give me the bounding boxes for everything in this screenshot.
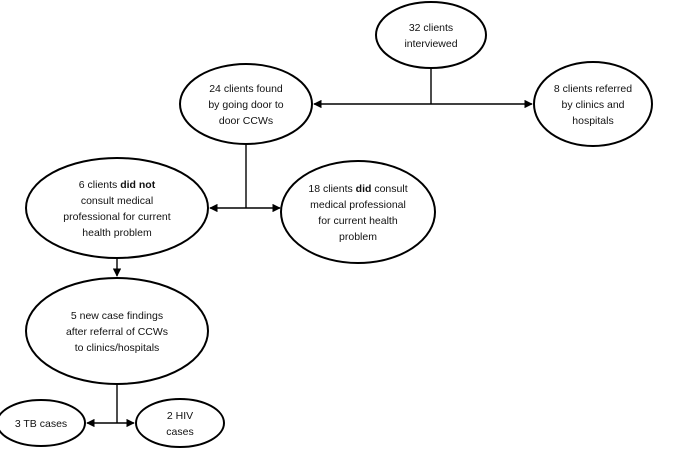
label-line-referred-1: by clinics and [561,99,624,111]
label-line-did-not-3: health problem [82,227,152,239]
label-hiv-cases: 2 HIV cases [166,410,193,438]
label-line-did-not-2: professional for current [63,211,170,223]
node-tb-cases [0,399,86,447]
label-line-door-to-door-0: 24 clients found [209,83,283,95]
label-door-to-door: 24 clients found by going door to door CCW… [208,83,283,127]
label-line-door-to-door-1: by going door to [208,99,283,111]
label-line-did-3: problem [339,231,377,243]
label-line-interviewed-0: 32 clients [409,22,453,34]
node-referred [533,61,653,147]
label-line-did-0: consult [371,183,407,195]
label-line-did-0: 18 clients [308,183,355,195]
label-did-consult: 18 clients did consult medical profession… [308,183,407,243]
node-did-consult [280,160,436,264]
node-did-not-consult [25,157,209,259]
label-line-hiv-1: cases [166,426,193,438]
label-line-tb-0: 3 TB cases [15,418,67,430]
label-line-did-not-0: 6 clients [79,179,120,191]
label-did-not-consult: 6 clients did not consult medical professi… [63,179,170,239]
label-line-new-cases-1: after referral of CCWs [66,326,168,338]
label-tb-cases: 3 TB cases [15,418,67,430]
node-interviewed [375,1,487,69]
label-line-hiv-0: 2 HIV [167,410,193,422]
label-line-did-not-0: did not [120,179,155,191]
label-line-door-to-door-2: door CCWs [219,115,273,127]
label-new-cases: 5 new case findings after referral of CCW… [66,310,168,354]
label-line-did-0: did [356,183,372,195]
label-line-new-cases-0: 5 new case findings [71,310,163,322]
label-line-did-not-1: consult medical [81,195,153,207]
label-line-did-2: for current health [318,215,398,227]
label-line-new-cases-2: to clinics/hospitals [75,342,160,354]
label-line-referred-2: hospitals [572,115,613,127]
label-referred: 8 clients referred by clinics and hospital… [554,83,632,127]
label-line-interviewed-1: interviewed [404,38,457,50]
label-interviewed: 32 clients interviewed [404,22,457,50]
node-hiv-cases [135,398,225,448]
label-line-did-1: medical professional [310,199,406,211]
label-line-referred-0: 8 clients referred [554,83,632,95]
